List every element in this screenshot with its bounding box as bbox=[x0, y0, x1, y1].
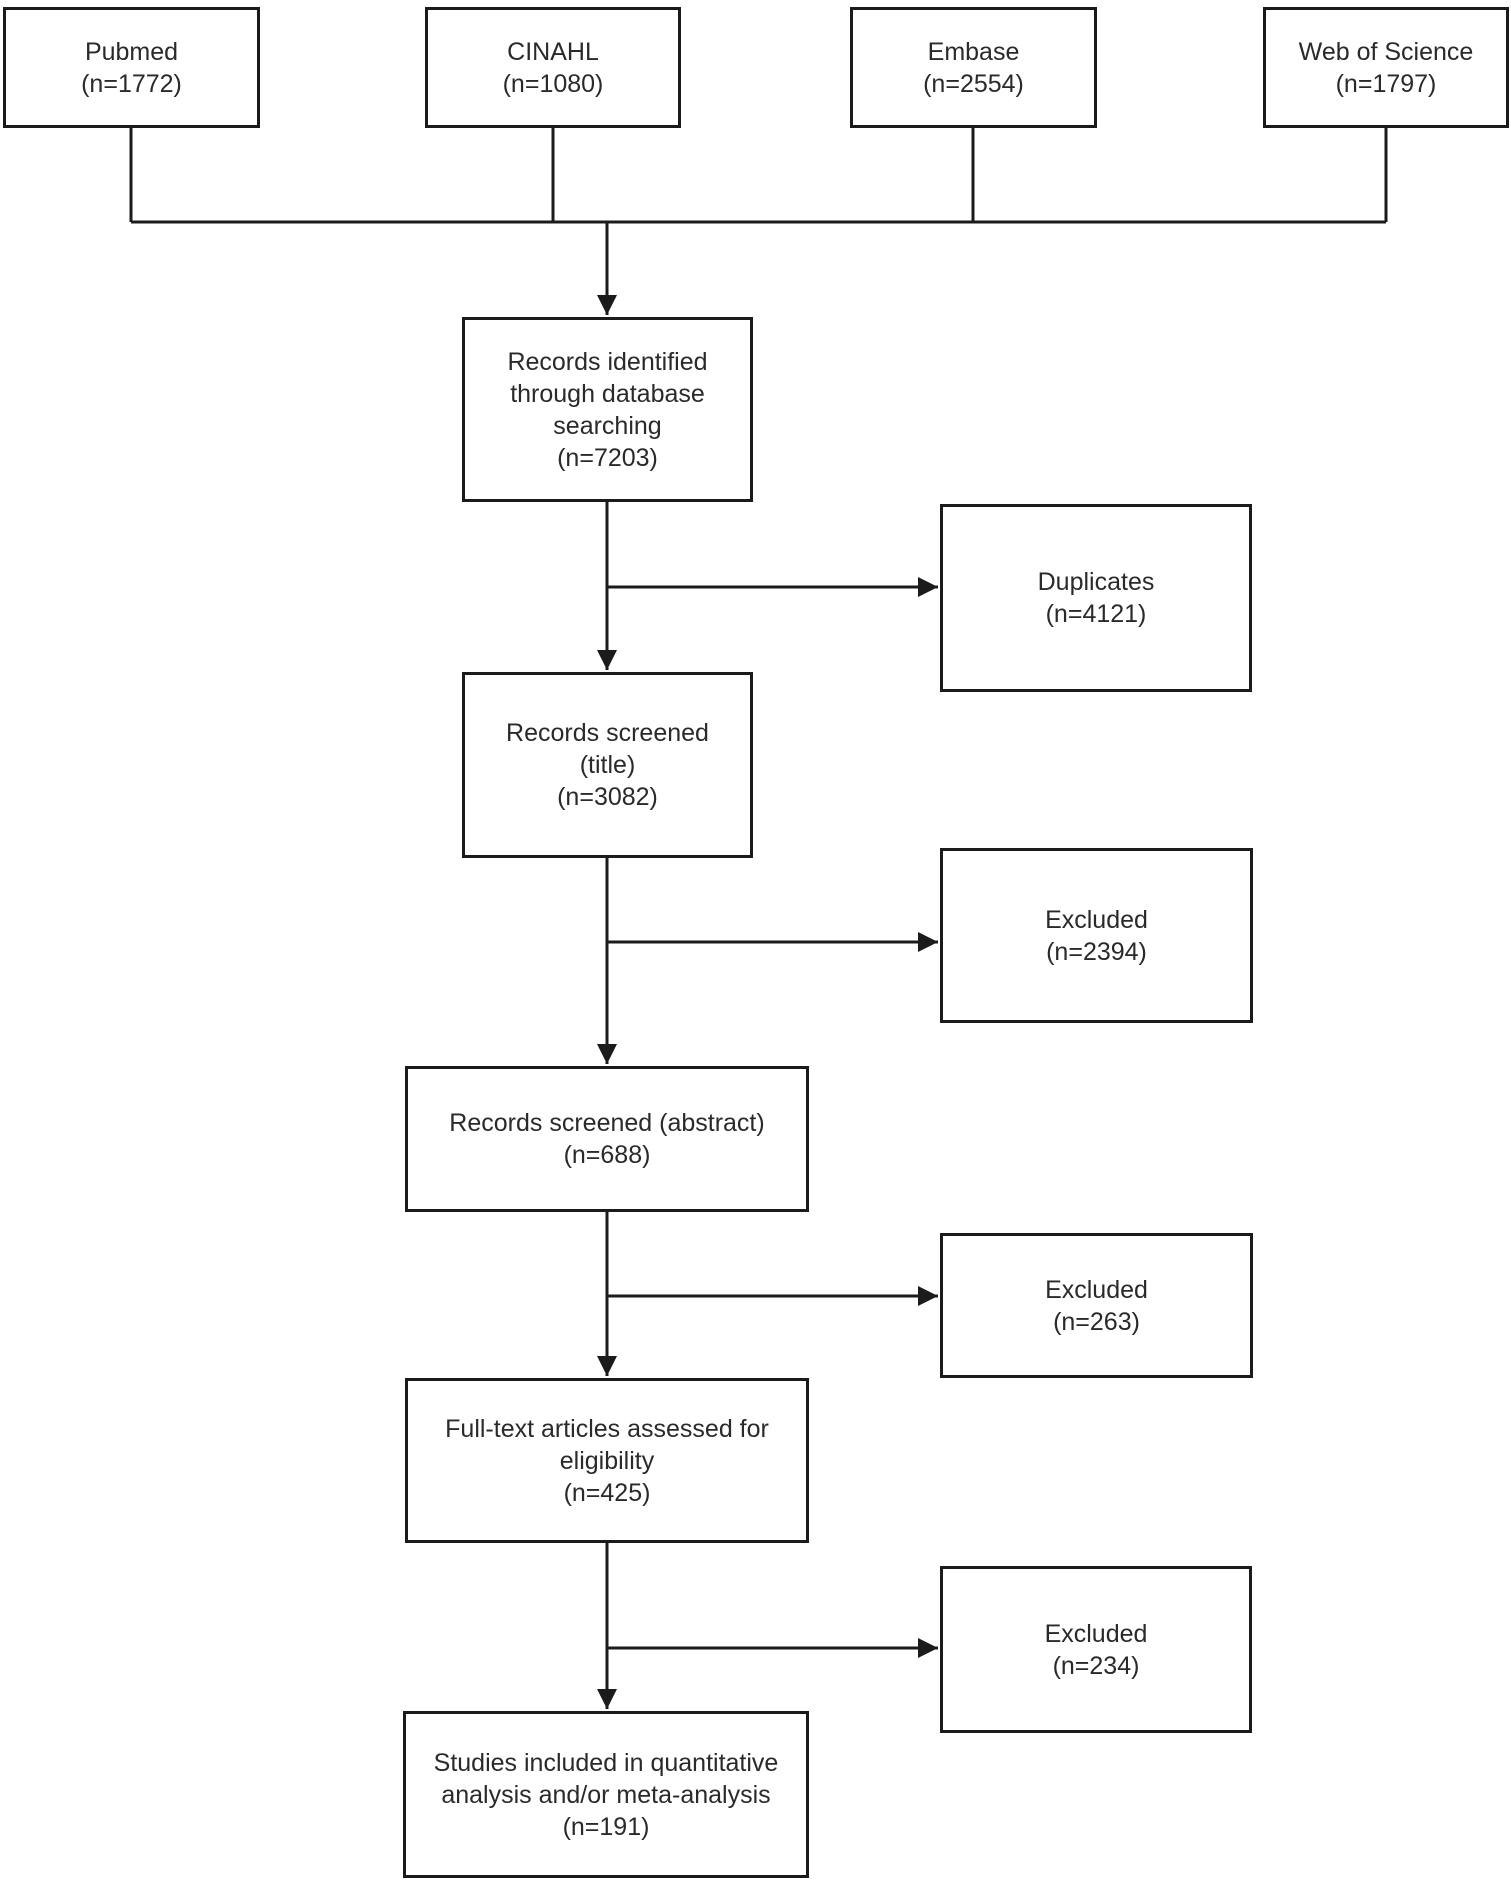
exclusion-label: Excluded bbox=[1045, 1275, 1148, 1304]
stage-label: Studies included in quantitative analysi… bbox=[433, 1748, 779, 1809]
stage-label: Records screened (abstract) bbox=[449, 1109, 765, 1137]
source-count: (n=1797) bbox=[1335, 69, 1437, 98]
exclusion-count: (n=4121) bbox=[1045, 600, 1147, 628]
exclusion-label: Excluded bbox=[1044, 1619, 1148, 1648]
stage-label: Full-text articles assessed for eligibil… bbox=[445, 1414, 769, 1475]
stage-box-records-screened-title: Records screened (title) (n=3082) bbox=[462, 672, 753, 858]
source-box-embase: Embase (n=2554) bbox=[850, 7, 1097, 128]
source-box-pubmed: Pubmed (n=1772) bbox=[3, 7, 260, 128]
stage-label: Records identified through database sear… bbox=[507, 347, 708, 440]
exclusion-box-excluded-abstract: Excluded (n=263) bbox=[940, 1233, 1253, 1378]
source-label: Embase bbox=[927, 37, 1020, 66]
stage-box-records-screened-abstract: Records screened (abstract) (n=688) bbox=[405, 1066, 809, 1212]
source-collector-line bbox=[129, 128, 1388, 224]
source-label: CINAHL bbox=[507, 37, 599, 66]
exclusion-box-excluded-title: Excluded (n=2394) bbox=[940, 848, 1253, 1023]
exclusion-box-duplicates: Duplicates (n=4121) bbox=[940, 504, 1252, 692]
exclusion-count: (n=2394) bbox=[1046, 937, 1147, 966]
stage-box-studies-included: Studies included in quantitative analysi… bbox=[403, 1711, 809, 1878]
source-label: Web of Science bbox=[1298, 37, 1474, 66]
exclusion-label: Excluded bbox=[1045, 905, 1148, 934]
source-count: (n=2554) bbox=[923, 69, 1024, 98]
stage-count: (n=688) bbox=[563, 1141, 651, 1169]
stage-box-records-identified: Records identified through database sear… bbox=[462, 317, 753, 502]
stage-label: Records screened (title) bbox=[506, 719, 709, 779]
exclusion-count: (n=234) bbox=[1052, 1651, 1140, 1680]
stage-count: (n=191) bbox=[562, 1812, 650, 1841]
exclusion-count: (n=263) bbox=[1053, 1307, 1140, 1336]
source-box-web-of-science: Web of Science (n=1797) bbox=[1263, 7, 1509, 128]
stage-count: (n=425) bbox=[563, 1478, 651, 1507]
exclusion-box-excluded-fulltext: Excluded (n=234) bbox=[940, 1566, 1252, 1733]
source-count: (n=1080) bbox=[502, 69, 604, 98]
stage-count: (n=7203) bbox=[557, 443, 658, 472]
stage-box-full-text-assessed: Full-text articles assessed for eligibil… bbox=[405, 1378, 809, 1543]
source-box-cinahl: CINAHL (n=1080) bbox=[425, 7, 681, 128]
stage-count: (n=3082) bbox=[557, 783, 658, 811]
exclusion-label: Duplicates bbox=[1037, 568, 1155, 596]
source-label: Pubmed bbox=[84, 37, 179, 66]
source-count: (n=1772) bbox=[81, 69, 182, 98]
